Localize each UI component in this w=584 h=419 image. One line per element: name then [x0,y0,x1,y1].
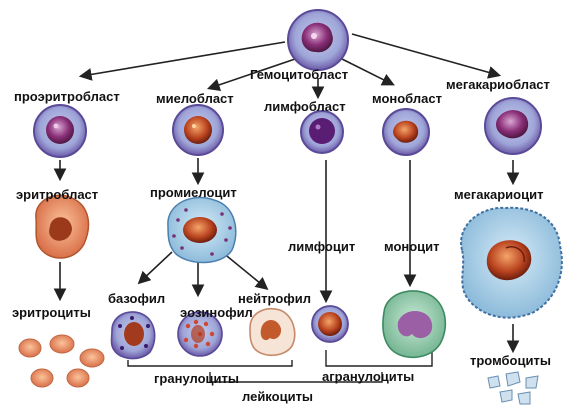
label-monocyte: моноцит [384,239,440,254]
myeloblast-cell [172,104,224,156]
arrow-to-myeloblast [206,57,299,91]
monocyte-cell [382,290,447,359]
megakaryocyte-cell [460,206,563,319]
thrombocytes-cluster [487,371,539,405]
label-basophil: базофил [108,291,166,306]
label-granulocytes: гранулоциты [154,371,239,386]
promyelocyte-cell [167,196,237,264]
label-neutrophil: нейтрофил [238,291,311,306]
basophil-cell [110,311,156,360]
label-agranulocytes: агранулоциты [322,369,415,384]
erythrocytes-cluster [18,334,105,388]
neutrophil-cell [249,308,296,357]
granulocytes-bracket [127,360,293,367]
arrows [53,33,520,354]
arrow-to-megakaryoblast [351,33,502,79]
label-erythroblast: эритробласт [16,187,99,202]
leukocytes-bracket [209,372,383,383]
lymphoblast-cell [300,110,344,154]
label-lymphoblast: лимфобласт [264,99,346,114]
label-megakaryocyte: мегакариоцит [454,187,544,202]
label-leukocytes: лейкоциты [242,389,314,404]
proerythroblast-cell [33,104,87,158]
group-brackets [127,350,433,383]
agranulocytes-bracket [325,350,433,367]
arrow-to-monoblast [339,57,395,86]
label-lymphocyte: лимфоцит [288,239,356,254]
arrow-to-proerythroblast [78,41,286,81]
label-megakaryoblast: мегакариобласт [446,77,550,92]
label-proerythroblast: проэритробласт [14,89,120,104]
label-erythrocytes: эритроциты [12,305,91,320]
erythroblast-cell [35,194,90,259]
label-myeloblast: миелобласт [156,91,234,106]
eosinophil-cell [177,311,223,357]
megakaryoblast-cell [484,97,542,155]
monoblast-cell [382,108,430,156]
label-promyelocyte: промиелоцит [150,185,237,200]
label-eosinophil: эозинофил [180,305,253,320]
label-hemocytoblast: Гемоцитобласт [250,67,349,82]
label-thrombocytes: тромбоциты [470,353,551,368]
arrow-to-basophil [137,251,173,285]
label-monoblast: монобласт [372,91,442,106]
lymphocyte-cell [311,305,349,343]
hemocytoblast-cell [287,9,349,71]
arrow-to-neutrophil [221,251,269,291]
